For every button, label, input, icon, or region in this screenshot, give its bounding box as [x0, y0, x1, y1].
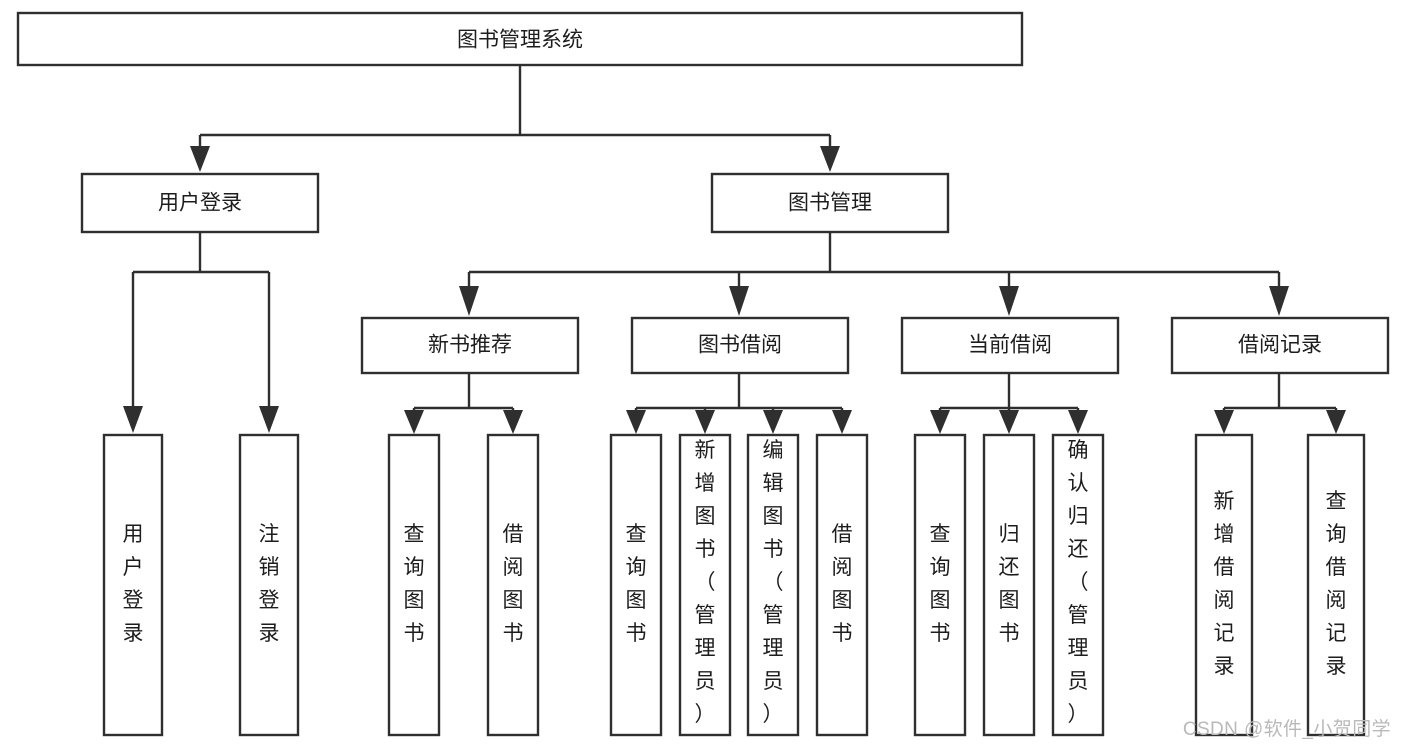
arrow-to-leaf-return-book [999, 410, 1019, 434]
book-borrow-label: 图书借阅 [698, 334, 782, 357]
arrow-to-leaf-borrow-book-1 [503, 410, 523, 434]
node-leaf-add-book[interactable]: 新增图书（管理员） [678, 433, 732, 737]
leaf-edit-book-label: 编辑图书（管理员） [763, 439, 784, 726]
leaf-add-book-label: 新增图书（管理员） [695, 439, 716, 726]
arrow-to-leaf-add-record [1214, 410, 1234, 434]
leaf-confirm-return-label: 确认归还（管理员） [1068, 439, 1089, 726]
node-new-book-recommend[interactable]: 新书推荐 [360, 316, 580, 375]
current-borrow-box[interactable] [900, 316, 1120, 375]
book-management-box[interactable] [710, 172, 950, 234]
arrow-to-current-borrow [999, 286, 1019, 316]
leaf-confirm-return-box[interactable] [1051, 433, 1105, 737]
node-leaf-return-book[interactable]: 归还图书 [982, 433, 1036, 737]
leaf-borrow-book-1-box[interactable] [486, 433, 540, 737]
node-root[interactable]: 图书管理系统 [16, 11, 1024, 67]
arrow-to-leaf-user-login [123, 406, 143, 433]
node-leaf-logout-login[interactable]: 注销登录 [238, 433, 300, 737]
node-leaf-borrow-book-2[interactable]: 借阅图书 [815, 433, 869, 737]
arrow-to-book-borrow [729, 286, 749, 316]
arrow-to-leaf-edit-book [763, 410, 783, 434]
node-leaf-add-record[interactable]: 新增借阅记录 [1194, 433, 1254, 737]
user-login-box[interactable] [80, 172, 320, 234]
current-borrow-label: 当前借阅 [968, 334, 1052, 357]
root-box[interactable] [16, 11, 1024, 67]
arrow-to-leaf-query-book-3 [930, 410, 950, 434]
node-book-management[interactable]: 图书管理 [710, 172, 950, 234]
leaf-query-record-label: 查询借阅记录 [1326, 490, 1347, 678]
borrow-record-label: 借阅记录 [1238, 334, 1322, 357]
leaf-add-record-label: 新增借阅记录 [1214, 490, 1235, 678]
node-leaf-edit-book[interactable]: 编辑图书（管理员） [746, 433, 800, 737]
arrow-to-leaf-confirm-return [1068, 410, 1088, 434]
arrow-to-borrow-record [1269, 286, 1289, 316]
csdn-watermark: CSDN @软件_小贺同学 [1182, 719, 1391, 740]
arrow-to-leaf-logout-login [259, 406, 279, 433]
leaf-query-book-3-label: 查询图书 [930, 523, 951, 645]
arrow-to-new-book-recommend [459, 286, 479, 316]
connector-layer [123, 65, 1346, 434]
leaf-return-book-box[interactable] [982, 433, 1036, 737]
node-leaf-query-record[interactable]: 查询借阅记录 [1306, 433, 1366, 737]
arrow-to-leaf-add-book [695, 410, 715, 434]
leaf-return-book-label: 归还图书 [999, 523, 1020, 645]
user-login-label: 用户登录 [158, 192, 242, 215]
node-current-borrow[interactable]: 当前借阅 [900, 316, 1120, 375]
node-leaf-query-book-3[interactable]: 查询图书 [913, 433, 967, 737]
arrow-to-leaf-borrow-book-2 [832, 410, 852, 434]
book-management-label: 图书管理 [788, 192, 872, 215]
leaf-logout-login-box[interactable] [238, 433, 300, 737]
leaf-add-record-box[interactable] [1194, 433, 1254, 737]
book-borrow-box[interactable] [630, 316, 850, 375]
leaf-query-book-2-box[interactable] [609, 433, 663, 737]
leaf-user-login-label: 用户登录 [123, 523, 144, 645]
arrow-to-book-management [820, 146, 840, 172]
arrow-to-user-login [190, 146, 210, 172]
root-label: 图书管理系统 [457, 29, 583, 52]
node-leaf-confirm-return[interactable]: 确认归还（管理员） [1051, 433, 1105, 737]
arrow-to-leaf-query-record [1326, 410, 1346, 434]
leaf-borrow-book-1-label: 借阅图书 [503, 523, 524, 645]
leaf-borrow-book-2-box[interactable] [815, 433, 869, 737]
leaf-query-book-3-box[interactable] [913, 433, 967, 737]
leaf-query-book-1-box[interactable] [387, 433, 441, 737]
node-book-borrow[interactable]: 图书借阅 [630, 316, 850, 375]
leaf-query-book-1-label: 查询图书 [404, 523, 425, 645]
node-leaf-query-book-1[interactable]: 查询图书 [387, 433, 441, 737]
leaf-query-record-box[interactable] [1306, 433, 1366, 737]
node-leaf-query-book-2[interactable]: 查询图书 [609, 433, 663, 737]
node-borrow-record[interactable]: 借阅记录 [1170, 316, 1390, 375]
arrow-to-leaf-query-book-2 [626, 410, 646, 434]
arrow-to-leaf-query-book-1 [404, 410, 424, 434]
leaf-logout-login-label: 注销登录 [259, 523, 280, 645]
leaf-user-login-box[interactable] [102, 433, 164, 737]
leaf-add-book-box[interactable] [678, 433, 732, 737]
node-leaf-user-login[interactable]: 用户登录 [102, 433, 164, 737]
node-leaf-borrow-book-1[interactable]: 借阅图书 [486, 433, 540, 737]
borrow-record-box[interactable] [1170, 316, 1390, 375]
new-book-recommend-box[interactable] [360, 316, 580, 375]
node-user-login[interactable]: 用户登录 [80, 172, 320, 234]
leaf-borrow-book-2-label: 借阅图书 [832, 523, 853, 645]
leaf-query-book-2-label: 查询图书 [626, 523, 647, 645]
leaf-edit-book-box[interactable] [746, 433, 800, 737]
new-book-recommend-label: 新书推荐 [428, 334, 512, 357]
